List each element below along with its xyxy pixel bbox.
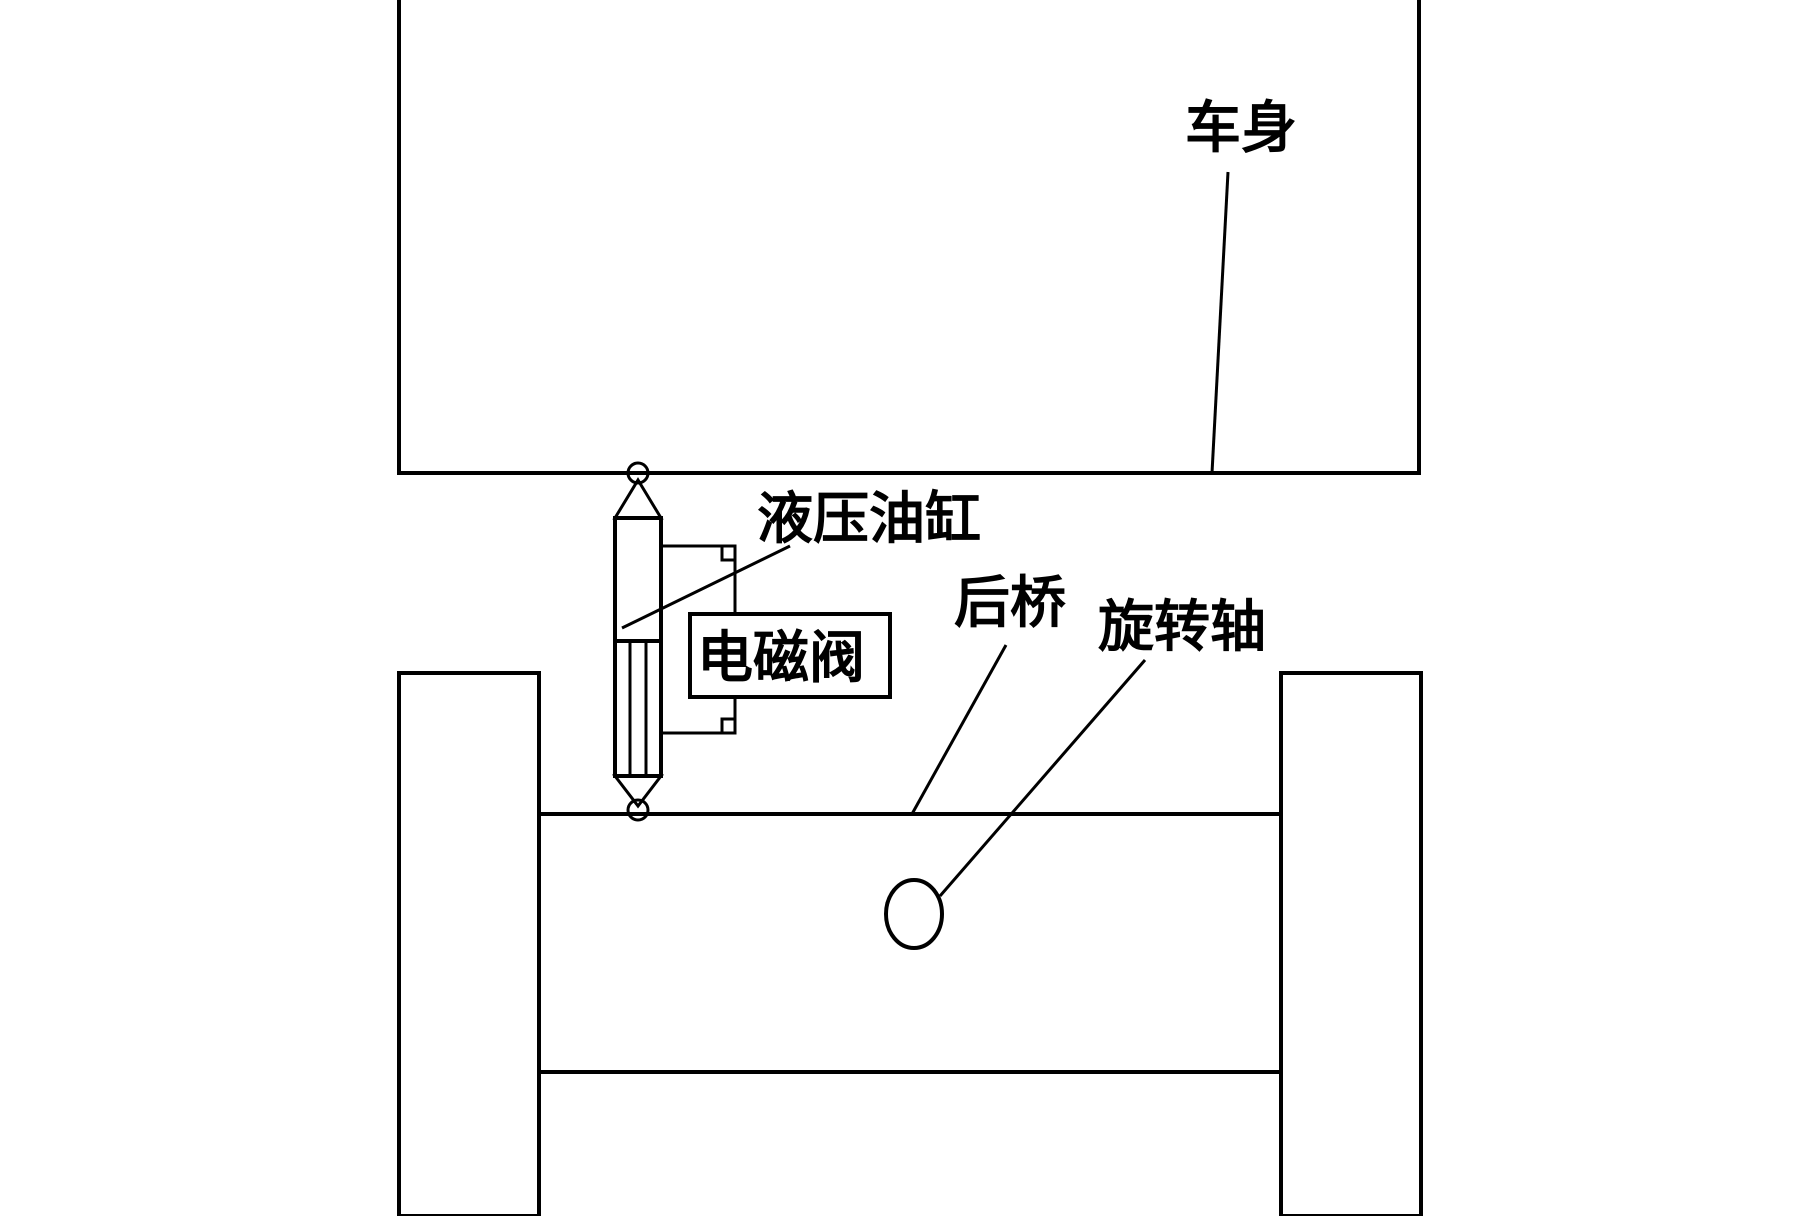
lower-hydraulic-line xyxy=(661,697,737,735)
right-wheel xyxy=(1279,671,1423,1216)
body-label: 车身 xyxy=(1185,96,1297,161)
cylinder-bottom-pivot xyxy=(626,798,650,822)
left-wheel xyxy=(397,671,541,1216)
vehicle-body-outline xyxy=(397,0,1421,475)
rear-axle-label: 后桥 xyxy=(954,571,1066,636)
upper-port xyxy=(720,546,735,562)
cylinder-leader-line xyxy=(621,544,791,630)
cylinder-bottom-cap xyxy=(611,774,665,809)
lower-port xyxy=(720,717,735,733)
solenoid-valve-box xyxy=(688,612,892,699)
rotating-shaft-leader-line xyxy=(938,659,1147,897)
cylinder-barrel xyxy=(613,516,663,778)
rear-axle-housing xyxy=(537,812,1283,1074)
hydraulic-cylinder xyxy=(611,461,665,822)
cylinder-top-cap xyxy=(612,477,664,520)
cylinder-top-pivot xyxy=(626,461,650,485)
body-leader-line xyxy=(1210,171,1230,474)
rotating-shaft-circle xyxy=(884,878,944,950)
upper-hydraulic-line xyxy=(661,544,737,614)
rotating-shaft-label: 旋转轴 xyxy=(1098,595,1266,660)
solenoid-valve-label: 电磁阀 xyxy=(697,626,865,691)
cylinder-label: 液压油缸 xyxy=(757,487,981,552)
rear-axle-leader-line xyxy=(910,644,1008,815)
